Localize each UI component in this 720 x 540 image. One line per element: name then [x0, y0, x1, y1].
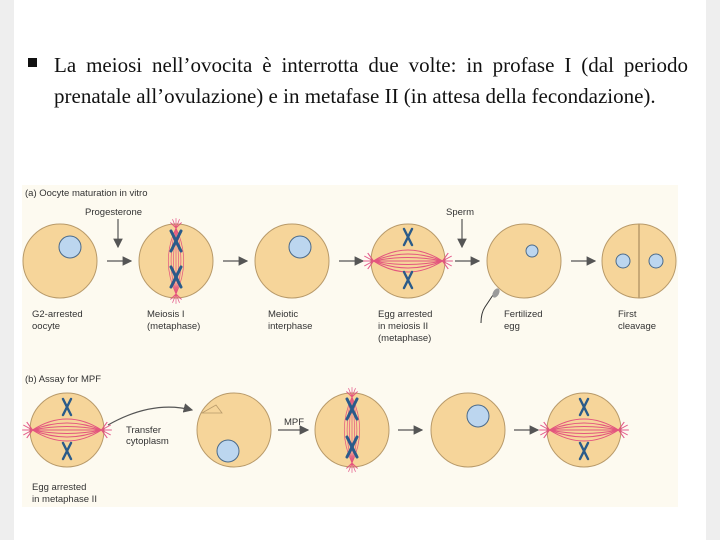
sperm-label: Sperm	[446, 207, 474, 218]
cell-6-label-2: cleavage	[618, 321, 656, 332]
cell-meiosis-i	[138, 217, 214, 305]
bullet-square-icon	[28, 58, 37, 67]
cell-meiotic-interphase	[254, 223, 330, 299]
panel-b-title: (b) Assay for MPF	[25, 374, 101, 385]
nucleus	[216, 439, 240, 463]
cell-1-label-1: G2-arrested	[32, 309, 83, 320]
slide-right-border	[706, 0, 720, 540]
sperm-head-icon	[492, 288, 500, 298]
meiosis-diagram: (a) Oocyte maturation in vitro Progester…	[21, 188, 677, 505]
mpf-label: MPF	[284, 417, 304, 428]
donor-label-2: in metaphase II	[32, 494, 97, 505]
transfer-arrow	[107, 403, 194, 426]
recipient-meiosis-ii	[538, 392, 630, 468]
sperm-tail	[480, 294, 494, 324]
transfer-label-1: Transfer	[126, 425, 161, 436]
cell-4-label-2: in meiosis II	[378, 321, 428, 332]
nucleus	[615, 253, 631, 269]
meiosis-figure: (a) Oocyte maturation in vitro Progester…	[21, 185, 678, 507]
cell-3-label-2: interphase	[268, 321, 312, 332]
cell-6-label-1: First	[618, 309, 637, 320]
recipient-meiosis-i	[314, 386, 390, 474]
cell-2-label-2: (metaphase)	[147, 321, 200, 332]
cell-5-label-1: Fertilized	[504, 309, 543, 320]
cell-1-label-2: oocyte	[32, 321, 60, 332]
cell-g2-arrested-oocyte	[22, 223, 98, 299]
injection-mark	[200, 404, 223, 414]
cell-first-cleavage	[601, 223, 677, 299]
bullet-point: La meiosi nell’ovocita è interrotta due …	[28, 50, 688, 112]
transfer-label-2: cytoplasm	[126, 436, 169, 447]
cell-3-label-1: Meiotic	[268, 309, 298, 320]
nucleus	[58, 235, 82, 259]
cell-4-label-1: Egg arrested	[378, 309, 432, 320]
cell-fertilized-egg	[480, 223, 562, 324]
progesterone-label: Progesterone	[85, 207, 142, 218]
nucleus	[466, 404, 490, 428]
panel-a-title: (a) Oocyte maturation in vitro	[25, 188, 148, 199]
cell-egg-arrested-meiosis-ii	[362, 223, 454, 299]
cell-2-label-1: Meiosis I	[147, 309, 184, 320]
cell-5-label-2: egg	[504, 321, 520, 332]
recipient-interphase	[430, 392, 506, 468]
nucleus	[525, 244, 539, 258]
slide-left-border	[0, 0, 14, 540]
donor-label-1: Egg arrested	[32, 482, 86, 493]
nucleus	[648, 253, 664, 269]
nucleus	[288, 235, 312, 259]
recipient-oocyte	[196, 392, 272, 468]
donor-egg-metaphase-ii	[21, 392, 113, 468]
cell-4-label-3: (metaphase)	[378, 333, 431, 344]
bullet-text: La meiosi nell’ovocita è interrotta due …	[54, 53, 688, 108]
